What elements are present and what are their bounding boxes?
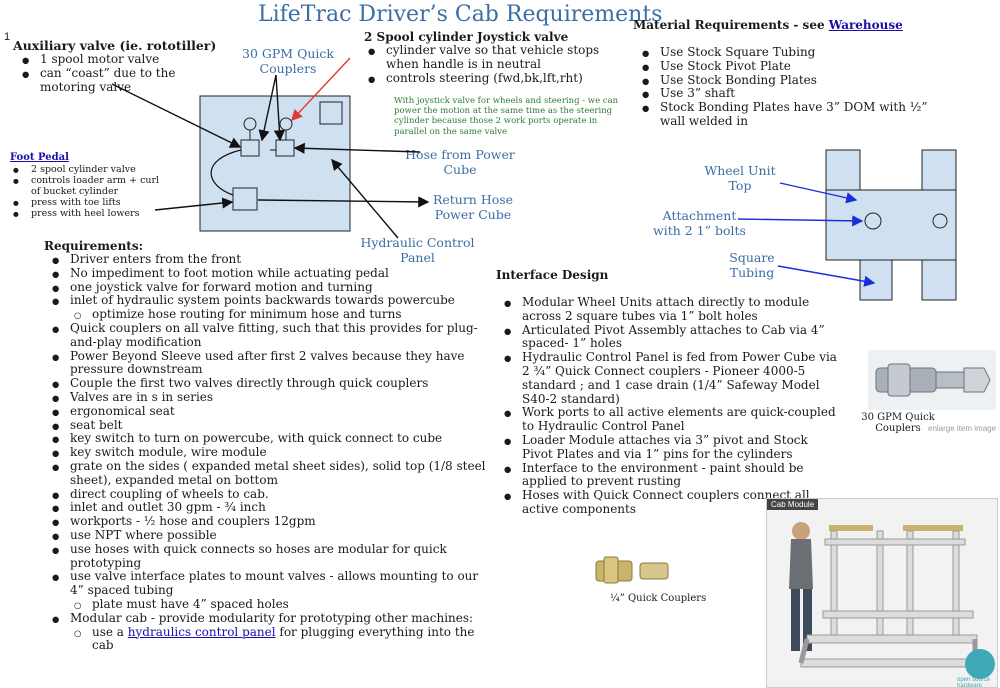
- enlarge-link[interactable]: enlarge item image: [928, 424, 997, 433]
- foot-pedal-heading[interactable]: Foot Pedal: [10, 152, 69, 163]
- list-item: No impediment to foot motion while actua…: [48, 266, 488, 281]
- list-item: Hydraulic Control Panel is fed from Powe…: [500, 350, 840, 406]
- aux-valve-heading: Auxiliary valve (ie. rototiller): [13, 38, 217, 53]
- requirements-list: Driver enters from the front No impedime…: [48, 252, 488, 654]
- panel-small-square: [319, 101, 343, 125]
- hose-from-label: Hose from Power Cube: [405, 147, 515, 177]
- list-item: Driver enters from the front: [48, 252, 488, 267]
- joystick-heading: 2 Spool cylinder Joystick valve: [364, 30, 569, 44]
- square-tubing-label: Square Tubing: [729, 250, 775, 280]
- list-item: cylinder valve so that vehicle stops whe…: [364, 43, 604, 72]
- list-item: one joystick valve for forward motion an…: [48, 280, 488, 295]
- list-item: Work ports to all active elements are qu…: [500, 406, 840, 434]
- list-item: seat belt: [48, 418, 488, 433]
- list-item: Use Stock Bonding Plates: [638, 73, 948, 88]
- bolt-hole-right: [932, 213, 948, 229]
- bonding-plate: [825, 189, 957, 261]
- joystick-note: With joystick valve for wheels and steer…: [394, 96, 619, 137]
- coupler-icon: [875, 363, 991, 397]
- list-item: direct coupling of wheels to cab.: [48, 487, 488, 502]
- list-item: Hoses with Quick Connect couplers connec…: [500, 488, 840, 517]
- list-item: Modular cab - provide modularity for pro…: [48, 611, 488, 626]
- list-item: ergonomical seat: [48, 404, 488, 419]
- list-item: 1 spool motor valve: [18, 52, 208, 67]
- quarter-caption: ¼” Quick Couplers: [610, 593, 707, 604]
- list-item: Interface to the environment - paint sho…: [500, 461, 840, 490]
- bolt-hole-left: [864, 212, 882, 230]
- valve-right: [275, 139, 295, 157]
- hydraulics-panel-link[interactable]: hydraulics control panel: [127, 624, 276, 639]
- requirements-heading: Requirements:: [44, 239, 144, 253]
- list-item: Loader Module attaches via 3” pivot and …: [500, 433, 840, 462]
- list-item: grate on the sides ( expanded metal shee…: [48, 459, 488, 488]
- list-item: press with heel lowers: [9, 208, 169, 220]
- handle-left: [243, 117, 257, 131]
- cab-module-image: Cab Module open source hardware: [766, 498, 998, 688]
- tube-top-left: [825, 149, 861, 191]
- page-title: LifeTrac Driver’s Cab Requirements: [258, 2, 663, 27]
- list-item: press with toe lifts: [9, 197, 169, 209]
- list-item: can “coast” due to the motoring valve: [18, 66, 208, 95]
- list-item-last: use a hydraulics control panel for plugg…: [48, 624, 488, 654]
- list-item: inlet of hydraulic system points backwar…: [48, 294, 488, 309]
- valve-left: [240, 139, 260, 157]
- list-item: use NPT where possible: [48, 528, 488, 543]
- link-suffix: for plugging everything into the cab: [92, 624, 475, 653]
- footnote-marker: 1: [4, 31, 11, 43]
- list-item: controls steering (fwd,bk,lft,rht): [364, 71, 604, 86]
- tube-bottom-left: [859, 259, 893, 301]
- list-item: use valve interface plates to mount valv…: [48, 570, 488, 598]
- material-heading: Material Requirements - see Warehouse: [633, 18, 903, 32]
- list-item: optimize hose routing for minimum hose a…: [48, 307, 488, 322]
- valve-pedal: [232, 187, 258, 211]
- coupler-photo: [868, 350, 996, 410]
- list-item: inlet and outlet 30 gpm - ¾ inch: [48, 501, 488, 516]
- link-prefix: use a: [92, 624, 128, 639]
- interface-heading: Interface Design: [496, 268, 609, 282]
- coupler-caption: 30 GPM Quick Couplers: [861, 412, 935, 434]
- couplers-label: 30 GPM Quick Couplers: [242, 46, 334, 76]
- foot-pedal-list: 2 spool cylinder valve controls loader a…: [9, 164, 169, 220]
- list-item: workports - ½ hose and couplers 12gpm: [48, 514, 488, 529]
- list-item: plate must have 4” spaced holes: [48, 597, 488, 612]
- list-item: key switch module, wire module: [48, 445, 488, 460]
- warehouse-link[interactable]: Warehouse: [828, 18, 903, 32]
- cab-frame-icon: [789, 522, 978, 668]
- list-item: use hoses with quick connects so hoses a…: [48, 542, 488, 571]
- control-panel-box: [199, 95, 351, 232]
- list-item: Valves are in s in series: [48, 390, 488, 405]
- list-item: Stock Bonding Plates have 3” DOM with ½”…: [638, 100, 948, 129]
- return-hose-label: Return Hose Power Cube: [432, 192, 514, 222]
- tube-bottom-right: [921, 259, 957, 301]
- list-item: Power Beyond Sleeve used after first 2 v…: [48, 349, 488, 378]
- material-heading-text: Material Requirements - see: [633, 18, 829, 32]
- list-item: Use Stock Square Tubing: [638, 45, 948, 60]
- interface-list: Modular Wheel Units attach directly to m…: [500, 295, 840, 517]
- list-item: key switch to turn on powercube, with qu…: [48, 432, 488, 447]
- list-item: Articulated Pivot Assembly attaches to C…: [500, 323, 840, 352]
- osh-label: open source hardware: [957, 677, 991, 688]
- tube-top-right: [921, 149, 957, 191]
- joystick-list: cylinder valve so that vehicle stops whe…: [364, 43, 604, 86]
- open-source-hardware-logo: [965, 649, 995, 679]
- list-item: Use 3” shaft: [638, 87, 948, 102]
- quarter-coupler-photo: [594, 555, 672, 585]
- list-item: Modular Wheel Units attach directly to m…: [500, 295, 840, 324]
- list-item: Quick couplers on all valve fitting, suc…: [48, 321, 488, 350]
- cab-label: Cab Module: [767, 499, 819, 510]
- handle-right: [279, 117, 293, 131]
- aux-valve-list: 1 spool motor valve can “coast” due to t…: [18, 52, 208, 95]
- list-item: Couple the first two valves directly thr…: [48, 376, 488, 391]
- wheel-unit-label: Wheel Unit Top: [704, 163, 776, 193]
- list-item: 2 spool cylinder valve: [9, 164, 169, 176]
- attachment-label: Attachment with 2 1” bolts: [653, 208, 746, 238]
- list-item: controls loader arm + curl of bucket cyl…: [9, 175, 169, 198]
- quarter-coupler-icon: [595, 556, 669, 584]
- material-list: Use Stock Square Tubing Use Stock Pivot …: [638, 45, 948, 129]
- list-item: Use Stock Pivot Plate: [638, 59, 948, 74]
